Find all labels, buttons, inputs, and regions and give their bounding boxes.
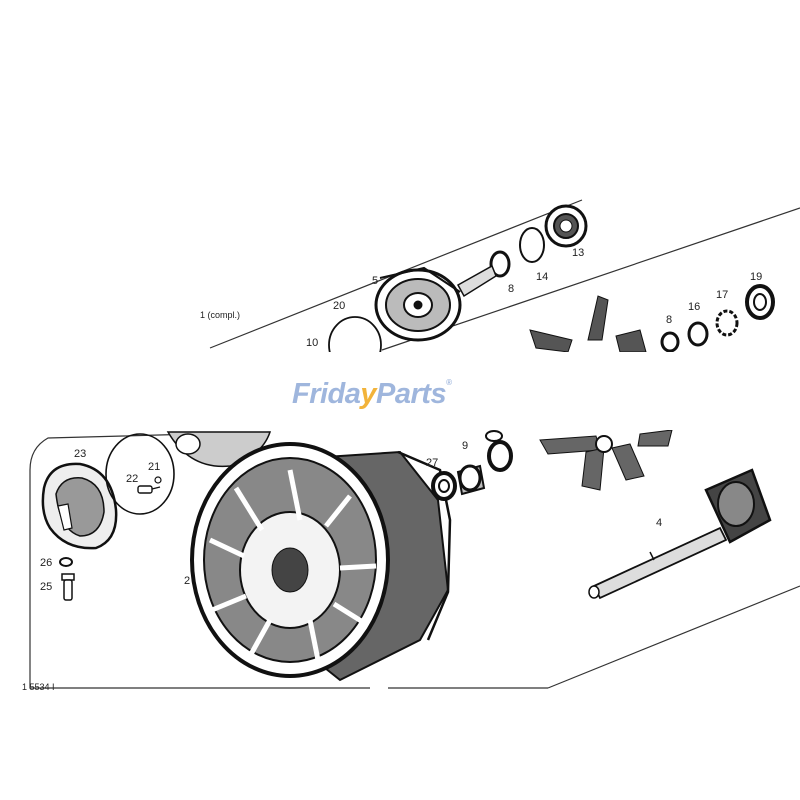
watermark-logo: FridayParts® <box>292 378 452 411</box>
gasket-ring <box>105 433 175 515</box>
callout-23: 23 <box>74 448 86 460</box>
callout-27: 27 <box>426 457 438 469</box>
callout-16: 16 <box>688 301 700 313</box>
callout-8-right: 8 <box>666 314 672 326</box>
bearing-part-13 <box>544 204 588 248</box>
nut-part-19 <box>745 284 775 320</box>
plug-part-25 <box>61 573 75 601</box>
callout-13: 13 <box>572 247 584 259</box>
callout-20: 20 <box>333 300 345 312</box>
ring-lower-small <box>485 430 503 442</box>
watermark-text-y: y <box>360 378 377 410</box>
callout-25: 25 <box>40 581 52 593</box>
callout-labels: 13 14 8 5 20 10 19 17 16 8 23 21 22 9 27… <box>22 247 762 692</box>
assembly-label: 1 (compl.) <box>200 310 240 320</box>
seal-part-27 <box>431 471 457 501</box>
nut-part-21 <box>154 476 162 484</box>
watermark-text-2: Parts <box>376 378 447 410</box>
circlip-part-14 <box>519 227 545 263</box>
callout-14: 14 <box>536 271 548 283</box>
callout-9: 9 <box>462 440 468 452</box>
watermark-band <box>0 352 800 430</box>
callout-26: 26 <box>40 557 52 569</box>
callout-21: 21 <box>148 461 160 473</box>
callout-5: 5 <box>372 275 378 287</box>
washer-lower <box>487 440 513 472</box>
seal-part-9 <box>456 464 486 496</box>
washer-part-26 <box>59 557 73 567</box>
hub-part-5 <box>374 264 497 342</box>
bolt-part-22 <box>137 485 161 494</box>
callout-2: 2 <box>184 575 190 587</box>
callout-8-upper: 8 <box>508 283 514 295</box>
callout-17: 17 <box>716 289 728 301</box>
washer-part-8-right <box>660 331 680 353</box>
cover-part-23 <box>41 462 118 550</box>
lock-washer-part-17 <box>715 309 739 337</box>
spacer-part-8-upper <box>489 250 511 278</box>
fan-blades-upper <box>529 295 647 353</box>
watermark-text-1: Frida <box>292 378 361 410</box>
figure-reference: 1 5534 I <box>22 682 55 692</box>
callout-10: 10 <box>306 337 318 349</box>
callout-19: 19 <box>750 271 762 283</box>
washer-part-16 <box>687 321 709 347</box>
shaft-part-4 <box>588 468 772 600</box>
registered-mark: ® <box>446 378 452 387</box>
callout-22: 22 <box>126 473 138 485</box>
fan-housing-part-2 <box>190 442 452 682</box>
fan-blades-lower <box>539 429 673 491</box>
callout-4: 4 <box>656 517 662 529</box>
